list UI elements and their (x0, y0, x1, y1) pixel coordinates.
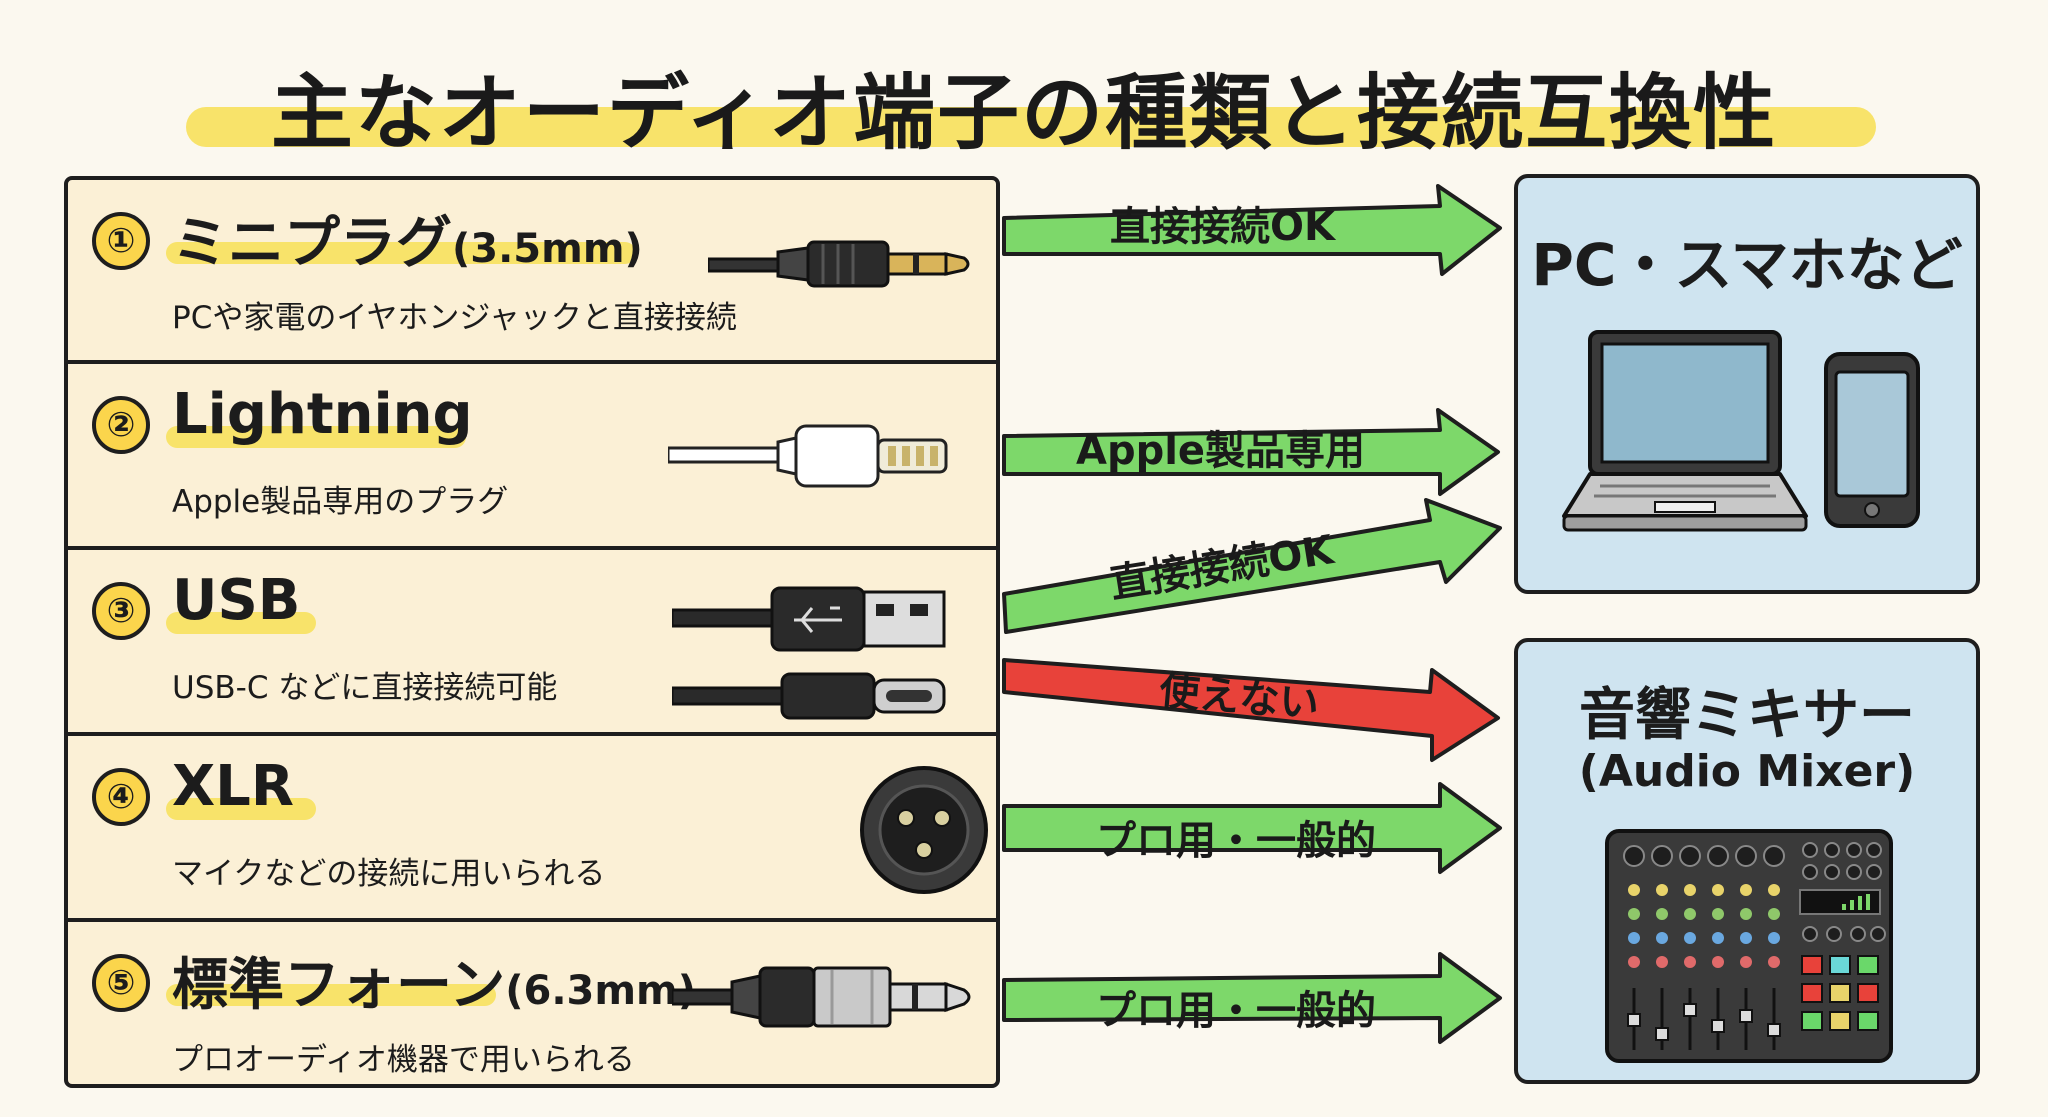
phone-plug-icon (672, 966, 971, 1028)
target-title: 音響ミキサー (1579, 683, 1915, 748)
target-audio-mixer: 音響ミキサー (Audio Mixer) (1514, 638, 1980, 1084)
connector-description: Apple製品専用のプラグ (172, 484, 509, 520)
arrow-label: プロ用・一般的 (1096, 988, 1376, 1034)
arrow-label: 直接接続OK (1107, 527, 1337, 608)
connector-name: Lightning (172, 382, 473, 447)
connector-name: ミニプラグ(3.5mm) (172, 198, 643, 279)
name-highlight (166, 242, 636, 264)
arrow-label: プロ用・一般的 (1096, 818, 1376, 864)
arrow-label: 使えない (1157, 668, 1322, 728)
connector-name: 標準フォーン(6.3mm) (172, 940, 696, 1021)
usb-plug-icon (672, 586, 946, 720)
page-title: 主なオーディオ端子の種類と接続互換性 (270, 66, 1778, 161)
audio-mixer-icon (1605, 829, 1893, 1063)
connector-name-sub: (6.3mm) (505, 968, 696, 1014)
arrow-label: 直接接続OK (1110, 204, 1335, 250)
connector-row-lightning: ② Lightning Apple製品専用のプラグ (68, 364, 996, 550)
name-highlight (166, 426, 466, 448)
mini-plug-icon (708, 240, 970, 288)
connector-description: プロオーディオ機器で用いられる (172, 1042, 635, 1078)
title-area: 主なオーディオ端子の種類と接続互換性 (0, 30, 2048, 161)
connector-name-main: XLR (172, 754, 294, 819)
number-badge: ③ (92, 582, 150, 640)
connector-name: USB (172, 568, 301, 633)
name-highlight (166, 612, 316, 634)
laptop-icon (1562, 330, 1808, 532)
connector-name-sub: (3.5mm) (452, 226, 643, 272)
title-highlight (186, 107, 1876, 147)
connector-list: ① ミニプラグ(3.5mm) PCや家電のイヤホンジャックと直接接続 ② Lig… (64, 176, 1000, 1088)
number-badge: ④ (92, 768, 150, 826)
target-subtitle: (Audio Mixer) (1578, 746, 1916, 797)
connector-row-usb: ③ USB USB-C などに直接接続可能 (68, 550, 996, 736)
connector-row-phone-plug: ⑤ 標準フォーン(6.3mm) プロオーディオ機器で用いられる (68, 922, 996, 1084)
number-badge: ② (92, 396, 150, 454)
target-title: PC・スマホなど (1531, 231, 1963, 299)
connector-name: XLR (172, 754, 294, 819)
xlr-connector-icon (860, 766, 988, 894)
connector-name-main: Lightning (172, 382, 473, 447)
name-highlight (166, 798, 316, 820)
lightning-plug-icon (668, 424, 948, 488)
connector-description: マイクなどの接続に用いられる (172, 856, 606, 892)
connector-row-mini-plug: ① ミニプラグ(3.5mm) PCや家電のイヤホンジャックと直接接続 (68, 180, 996, 364)
connector-description: PCや家電のイヤホンジャックと直接接続 (172, 300, 737, 336)
number-badge: ① (92, 212, 150, 270)
number-badge: ⑤ (92, 954, 150, 1012)
connector-description: USB-C などに直接接続可能 (172, 670, 558, 706)
connector-row-xlr: ④ XLR マイクなどの接続に用いられる (68, 736, 996, 922)
connector-name-main: 標準フォーン (172, 953, 506, 1018)
smartphone-icon (1824, 352, 1920, 528)
connector-name-main: ミニプラグ (172, 211, 452, 276)
arrow-label: Apple製品専用 (1076, 428, 1366, 474)
target-pc-smartphone: PC・スマホなど (1514, 174, 1980, 594)
name-highlight (166, 984, 496, 1006)
connector-name-main: USB (172, 568, 301, 633)
